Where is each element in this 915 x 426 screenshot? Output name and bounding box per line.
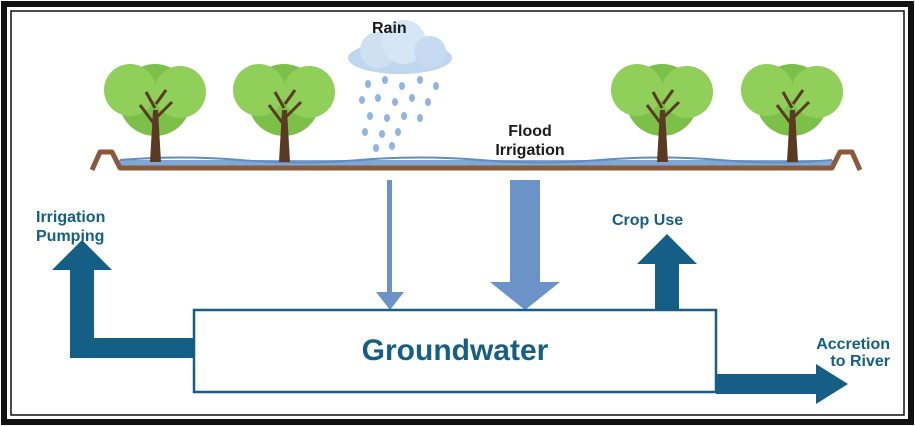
groundwater-label: Groundwater: [361, 334, 549, 367]
flood-irrigation-label: Flood Irrigation: [495, 123, 565, 159]
rain-label: Rain: [372, 20, 407, 37]
irrigation-pumping-arrow: [52, 240, 194, 358]
inner-frame: [10, 10, 905, 416]
rain-cloud-icon: [348, 20, 452, 152]
crop-use-label: Crop Use: [612, 212, 684, 229]
tree-icon: [741, 64, 843, 162]
tree-icon: [233, 64, 335, 162]
accretion-label: Accretion to River: [816, 336, 890, 370]
flood-irrigation-arrow: [490, 180, 560, 310]
tree-icon: [611, 64, 713, 162]
crop-use-arrow: [637, 234, 697, 310]
tree-icon: [104, 64, 206, 162]
groundwater-box: [192, 308, 718, 394]
field-canal: [89, 149, 863, 172]
irrigation-pumping-label: Irrigation Pumping: [36, 209, 106, 245]
accretion-arrow: [716, 364, 848, 404]
rain-infiltration-arrow: [376, 180, 404, 310]
